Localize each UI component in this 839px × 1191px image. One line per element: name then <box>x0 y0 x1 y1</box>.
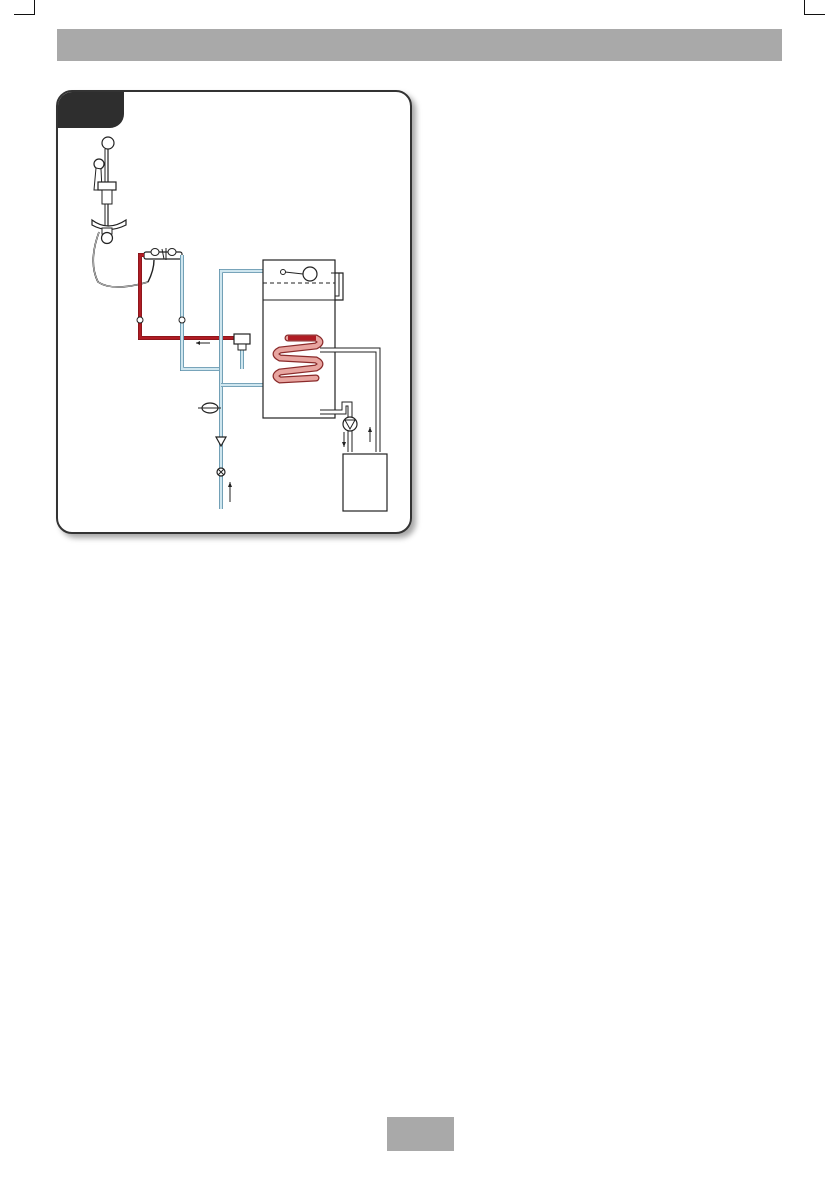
boiler <box>343 454 387 511</box>
tee-junction <box>234 334 250 350</box>
mixer-valve <box>144 248 182 260</box>
plumbing-diagram <box>58 92 412 534</box>
expansion-vessel <box>198 403 221 413</box>
crop-mark-top-left <box>14 0 35 15</box>
flow-arrow-inlet <box>228 482 232 502</box>
riser-rail-bracket <box>98 182 116 204</box>
crop-mark-top-right <box>804 0 825 15</box>
figure-panel <box>56 90 412 534</box>
circulation-pump <box>343 417 357 431</box>
isolating-valve <box>217 468 225 476</box>
check-valve <box>216 437 226 446</box>
page-number <box>387 1117 454 1151</box>
header-bar <box>57 29 782 61</box>
